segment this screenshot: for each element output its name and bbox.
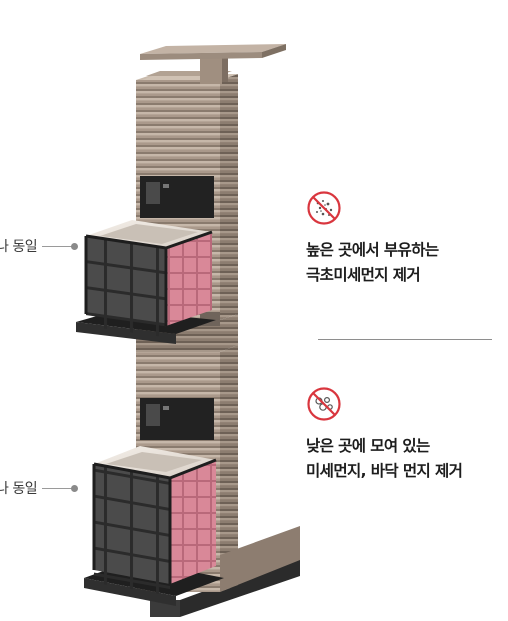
- left-label-lower-text: 나 동일: [0, 481, 38, 497]
- upper-filter-drawer: [76, 220, 216, 344]
- lower-filter-slot: [140, 398, 214, 440]
- leader-line-lower: [42, 488, 74, 489]
- feature-settled-dust-line-2: 미세먼지, 바닥 먼지 제거: [306, 462, 463, 480]
- section-divider: [318, 339, 492, 340]
- upper-filter-slot: [140, 176, 214, 218]
- left-label-upper-text: 나 동일: [0, 239, 38, 255]
- feature-settled-dust-line-1: 낮은 곳에 모여 있는: [306, 437, 430, 455]
- tower-top-plate: [140, 44, 286, 84]
- feature-settled-dust: 낮은 곳에 모여 있는 미세먼지, 바닥 먼지 제거: [306, 386, 506, 484]
- no-floating-dust-icon: [306, 190, 342, 226]
- feature-floating-dust-line-2: 극초미세먼지 제거: [306, 266, 421, 284]
- lower-filter-drawer: [84, 446, 224, 606]
- feature-floating-dust: 높은 곳에서 부유하는 극초미세먼지 제거: [306, 190, 506, 288]
- leader-dot-upper: [71, 243, 78, 250]
- leader-line-upper: [42, 246, 74, 247]
- feature-floating-dust-line-1: 높은 곳에서 부유하는: [306, 241, 439, 259]
- no-settled-dust-icon: [306, 386, 342, 422]
- leader-dot-lower: [71, 485, 78, 492]
